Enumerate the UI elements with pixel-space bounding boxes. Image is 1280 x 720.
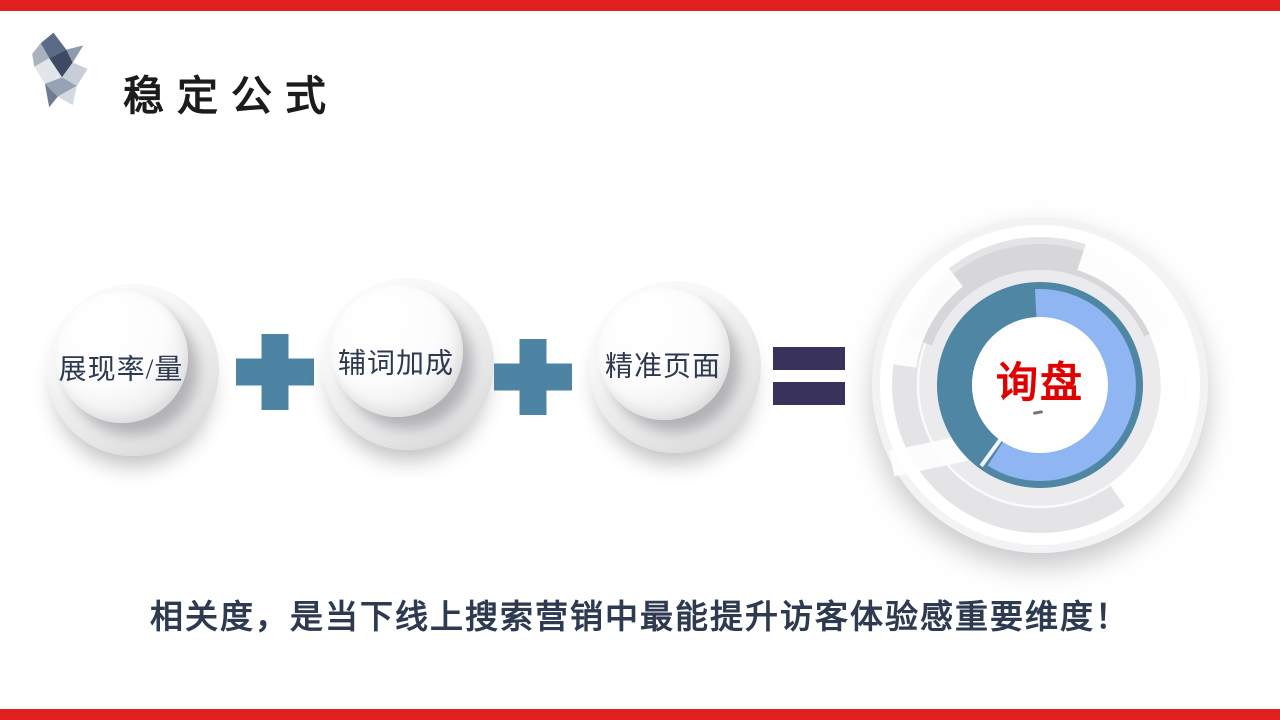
footer-message: 相关度，是当下线上搜索营销中最能提升访客体验感重要维度！ <box>150 598 1130 635</box>
formula-sphere-2: 辅词加成 <box>322 278 494 450</box>
inquiry-ring-graphic: 询盘 <box>870 215 1210 555</box>
crystal-logo-icon <box>30 30 94 112</box>
formula-sphere-1: 展现率/量 <box>47 284 219 456</box>
inquiry-label: 询盘 <box>995 360 1084 407</box>
bottom-accent-bar <box>0 709 1280 720</box>
formula-sphere-3: 精准页面 <box>589 281 761 453</box>
formula-term-3: 精准页面 <box>604 351 721 383</box>
equals-icon <box>773 347 845 405</box>
top-accent-bar <box>0 0 1280 11</box>
page-title: 稳定公式 <box>123 73 339 119</box>
plus-icon <box>236 334 314 410</box>
formula-term-2: 辅词加成 <box>337 348 454 380</box>
plus-icon <box>494 339 572 415</box>
formula-term-1: 展现率/量 <box>58 354 184 386</box>
